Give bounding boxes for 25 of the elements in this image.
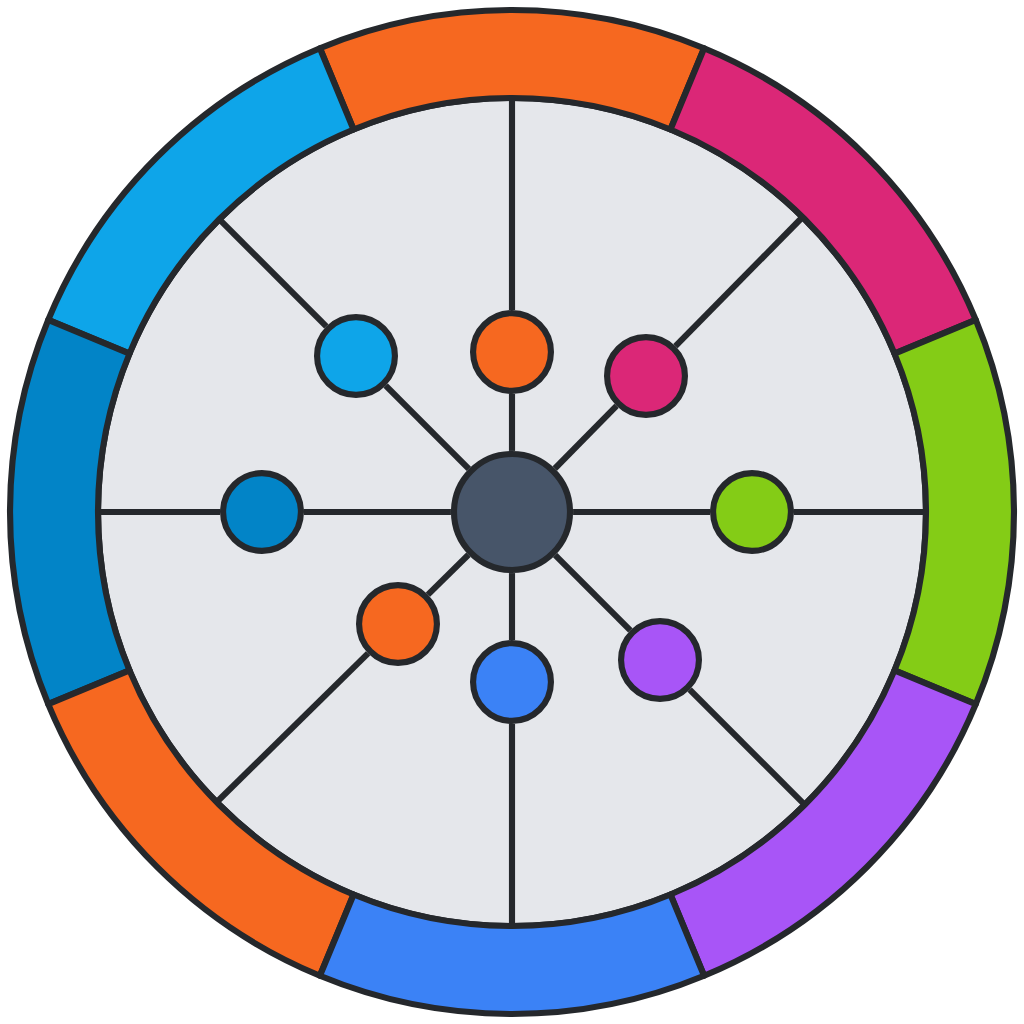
connector-line xyxy=(425,552,471,597)
hub-circle xyxy=(450,450,574,574)
connector-line xyxy=(573,508,710,516)
ring-segment xyxy=(316,6,708,133)
ring-segment xyxy=(667,45,979,357)
connector-line xyxy=(100,508,220,516)
ring-segment xyxy=(45,667,357,979)
connector-line xyxy=(304,508,451,516)
ring-segment xyxy=(891,316,1018,708)
connector-line xyxy=(553,553,633,633)
ring-segment xyxy=(316,891,708,1018)
ring-segment xyxy=(667,667,979,979)
connector-line xyxy=(508,724,516,924)
ring-segment xyxy=(45,45,357,357)
connector-line xyxy=(552,403,619,471)
connector-line xyxy=(508,573,516,640)
connector-line xyxy=(218,218,329,329)
connector-line xyxy=(215,651,371,803)
connector-line xyxy=(383,383,471,471)
connector-line xyxy=(508,100,516,310)
ring-segment xyxy=(6,316,133,708)
connector-line xyxy=(794,508,924,516)
connector-line xyxy=(673,216,804,349)
connector-line xyxy=(687,687,806,806)
connector-line xyxy=(508,394,516,451)
